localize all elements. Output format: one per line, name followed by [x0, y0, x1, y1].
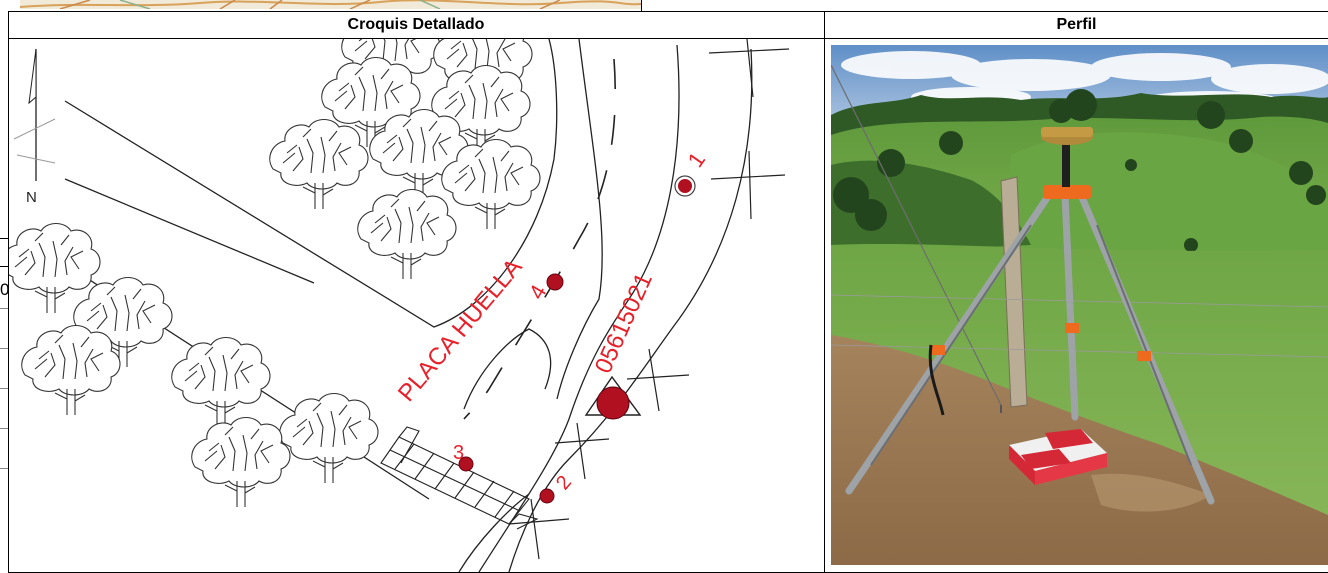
station-code: 05615021 [590, 269, 658, 378]
point-3-label: 3 [453, 442, 464, 464]
point-2-label: 2 [552, 472, 576, 495]
survey-monument [1009, 429, 1107, 485]
profile-photo [831, 45, 1328, 565]
sketch-drawing: N [9, 39, 790, 572]
photo-drawing [831, 45, 1328, 565]
station-marker-icon [584, 375, 642, 420]
header-sketch: Croquis Detallado [347, 16, 485, 33]
point-1-label: 1 [683, 147, 711, 171]
street-label: PLACA HUELLA [393, 254, 528, 407]
map-strip-drawing [20, 0, 641, 9]
north-label: N [26, 189, 37, 206]
detailed-sketch: N [9, 39, 824, 572]
fragment-char: 0 [0, 280, 8, 299]
point-2: 2 [539, 472, 576, 504]
header-profile: Perfil [1056, 16, 1097, 33]
culvert [380, 426, 539, 530]
point-3: 3 [453, 442, 474, 472]
top-map-fragment [20, 0, 641, 9]
north-arrow-icon [13, 48, 56, 181]
point-4: 4 [524, 273, 564, 304]
point-1: 1 [674, 147, 711, 197]
